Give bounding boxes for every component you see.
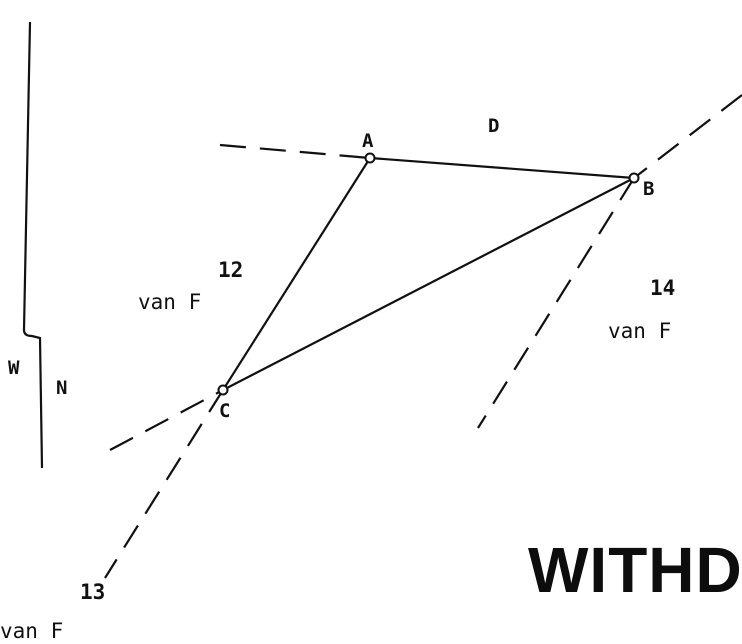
region-14-text: van F bbox=[608, 319, 671, 343]
dashed-line-upper-right bbox=[633, 94, 742, 179]
node-A bbox=[364, 152, 376, 164]
edge-CB bbox=[222, 177, 635, 391]
region-label-D: D bbox=[488, 115, 499, 137]
point-label-B: B bbox=[643, 178, 654, 200]
region-12-text: van F bbox=[138, 290, 201, 314]
point-label-C: C bbox=[219, 400, 230, 422]
region-12-number: 12 bbox=[218, 258, 243, 282]
label-W: W bbox=[8, 357, 20, 379]
withdrawn-stamp-text: WITHD bbox=[528, 534, 742, 606]
region-13-number: 13 bbox=[80, 580, 105, 604]
vertical-bar-line bbox=[22, 21, 44, 469]
edge-AC bbox=[222, 157, 371, 391]
label-N: N bbox=[56, 377, 67, 399]
dashed-line-through-A bbox=[219, 143, 371, 160]
node-C bbox=[217, 384, 229, 396]
region-13-text: van F bbox=[0, 619, 63, 643]
dashed-line-below-C bbox=[104, 389, 224, 579]
region-14-number: 14 bbox=[650, 276, 675, 300]
dashed-line-left-of-C bbox=[109, 389, 224, 451]
point-label-A: A bbox=[362, 130, 374, 152]
dashed-line-through-B bbox=[477, 177, 635, 429]
edge-AB bbox=[369, 156, 635, 180]
node-B bbox=[628, 172, 640, 184]
